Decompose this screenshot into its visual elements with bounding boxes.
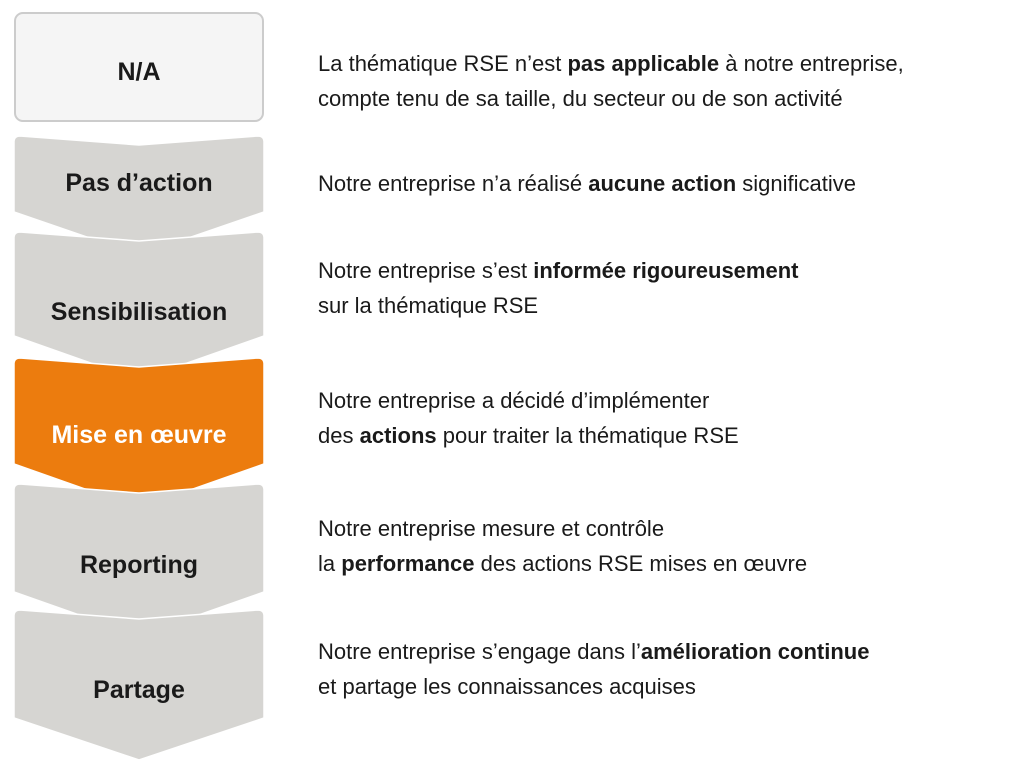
description-line: et partage les connaissances acquises [318, 669, 1018, 704]
description-line: la performance des actions RSE mises en … [318, 546, 1018, 581]
description-line: compte tenu de sa taille, du secteur ou … [318, 81, 1018, 116]
step-description-0: La thématique RSE n’est pas applicable à… [318, 46, 1018, 116]
description-text: compte tenu de sa taille, du secteur ou … [318, 86, 843, 111]
step-description-2: Notre entreprise s’est informée rigoureu… [318, 253, 1018, 323]
description-line: Notre entreprise a décidé d’implémenter [318, 383, 1018, 418]
description-text: Notre entreprise mesure et contrôle [318, 516, 665, 541]
step-label-5: Partage [93, 676, 185, 704]
step-description-3: Notre entreprise a décidé d’implémenter d… [318, 383, 1018, 453]
step-description-4: Notre entreprise mesure et contrôle la pe… [318, 511, 1018, 581]
description-line: des actions pour traiter la thématique R… [318, 418, 1018, 453]
emphasis-text: aucune action [588, 171, 737, 196]
step-chevron-2 [13, 231, 265, 381]
description-text: Notre entreprise n’a réalisé [318, 171, 589, 196]
description-text: sur la thématique RSE [318, 293, 539, 318]
description-text: des [318, 423, 360, 448]
step-label-4: Reporting [79, 551, 199, 579]
emphasis-text: informée rigoureusement [533, 258, 799, 283]
step-chevron-4 [13, 483, 265, 637]
chevron-ladder [13, 12, 265, 761]
description-line: sur la thématique RSE [318, 288, 1018, 323]
description-text: des actions RSE mises en œuvre [474, 551, 808, 576]
step-chevron-5 [13, 609, 265, 761]
emphasis-text: performance [341, 551, 475, 576]
step-box-na [14, 12, 264, 122]
emphasis-text: actions [359, 423, 437, 448]
description-line: Notre entreprise s’engage dans l’amélior… [318, 634, 1018, 669]
emphasis-text: amélioration continue [640, 639, 870, 664]
description-text: la [318, 551, 342, 576]
description-text: La thématique RSE n’est [318, 51, 568, 76]
description-text: et partage les connaissances acquises [318, 674, 696, 699]
description-text: significative [736, 171, 857, 196]
step-label-0: N/A [117, 58, 161, 86]
description-text: Notre entreprise s’engage dans l’ [318, 639, 641, 664]
step-description-1: Notre entreprise n’a réalisé aucune acti… [318, 166, 1018, 201]
description-text: Notre entreprise s’est [318, 258, 534, 283]
step-chevron-1 [13, 135, 265, 256]
step-label-2: Sensibilisation [50, 298, 228, 326]
description-line: Notre entreprise n’a réalisé aucune acti… [318, 166, 1018, 201]
description-text: à notre entreprise, [719, 51, 904, 76]
emphasis-text: pas applicable [567, 51, 720, 76]
step-description-5: Notre entreprise s’engage dans l’amélior… [318, 634, 1018, 704]
step-label-3: Mise en œuvre [51, 421, 227, 449]
step-label-1: Pas d’action [65, 169, 213, 197]
description-line: La thématique RSE n’est pas applicable à… [318, 46, 1018, 81]
description-text: pour traiter la thématique RSE [436, 423, 739, 448]
description-text: Notre entreprise a décidé d’implémenter [318, 388, 710, 413]
description-line: Notre entreprise s’est informée rigoureu… [318, 253, 1018, 288]
description-line: Notre entreprise mesure et contrôle [318, 511, 1018, 546]
step-chevron-3 [13, 357, 265, 509]
